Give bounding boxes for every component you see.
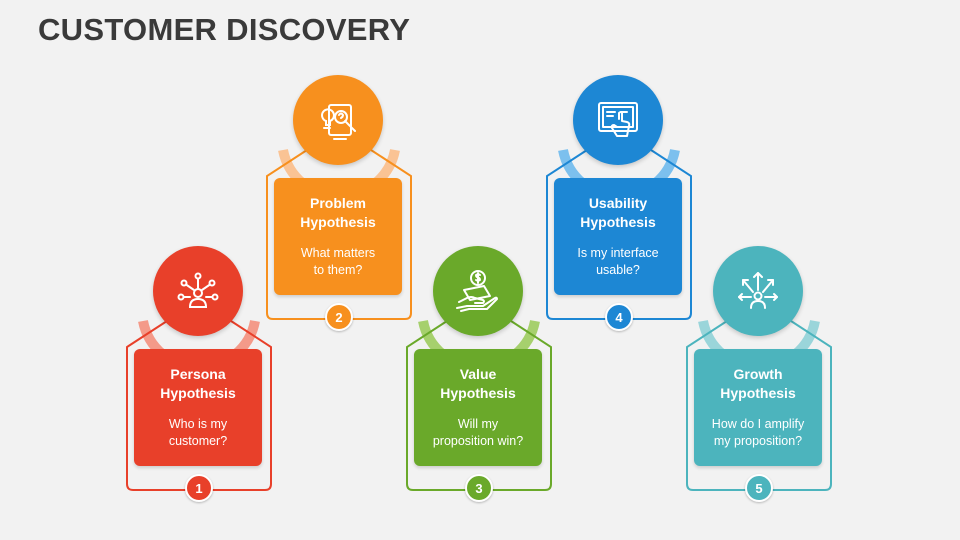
step-number-badge: 5 bbox=[745, 474, 773, 502]
step-question: Will my proposition win? bbox=[432, 417, 524, 448]
step-icon-circle bbox=[153, 246, 243, 336]
step-outline bbox=[126, 320, 272, 491]
step-card: Persona Hypothesis Who is my customer? bbox=[134, 349, 262, 466]
usability-touchscreen-icon bbox=[598, 102, 638, 137]
step-persona: Persona Hypothesis Who is my customer? 1 bbox=[124, 246, 274, 516]
step-outline bbox=[686, 320, 832, 491]
step-number-badge: 3 bbox=[465, 474, 493, 502]
persona-network-icon bbox=[177, 272, 219, 308]
value-money-hand-icon bbox=[456, 270, 498, 312]
step-card: Problem Hypothesis What matters to them? bbox=[274, 178, 402, 295]
step-title: Growth Hypothesis bbox=[720, 366, 796, 401]
step-outline bbox=[546, 149, 692, 320]
step-problem: Problem Hypothesis What matters to them?… bbox=[264, 75, 414, 345]
problem-lightbulb-icon bbox=[321, 104, 356, 140]
step-icon-circle bbox=[713, 246, 803, 336]
step-outline bbox=[406, 320, 552, 491]
step-title: Usability Hypothesis bbox=[580, 195, 656, 230]
step-icon-circle bbox=[573, 75, 663, 165]
step-number-badge: 1 bbox=[185, 474, 213, 502]
step-outline bbox=[266, 149, 412, 320]
step-value: Value Hypothesis Will my proposition win… bbox=[404, 246, 554, 516]
step-usability: Usability Hypothesis Is my interface usa… bbox=[544, 75, 694, 345]
step-question: Who is my customer? bbox=[168, 417, 228, 448]
step-question: How do I amplify my proposition? bbox=[711, 417, 805, 448]
step-question: What matters to them? bbox=[300, 246, 376, 277]
step-icon-circle bbox=[293, 75, 383, 165]
step-card: Growth Hypothesis How do I amplify my pr… bbox=[694, 349, 822, 466]
growth-arrows-icon bbox=[738, 272, 778, 309]
step-icon-circle bbox=[433, 246, 523, 336]
page-title: CUSTOMER DISCOVERY bbox=[38, 12, 411, 47]
step-title: Problem Hypothesis bbox=[300, 195, 376, 230]
step-question: Is my interface usable? bbox=[577, 246, 659, 277]
step-title: Persona Hypothesis bbox=[160, 366, 236, 401]
step-card: Usability Hypothesis Is my interface usa… bbox=[554, 178, 682, 295]
step-title: Value Hypothesis bbox=[440, 366, 516, 401]
step-number-badge: 4 bbox=[605, 303, 633, 331]
step-growth: Growth Hypothesis How do I amplify my pr… bbox=[684, 246, 834, 516]
step-number-badge: 2 bbox=[325, 303, 353, 331]
step-card: Value Hypothesis Will my proposition win… bbox=[414, 349, 542, 466]
